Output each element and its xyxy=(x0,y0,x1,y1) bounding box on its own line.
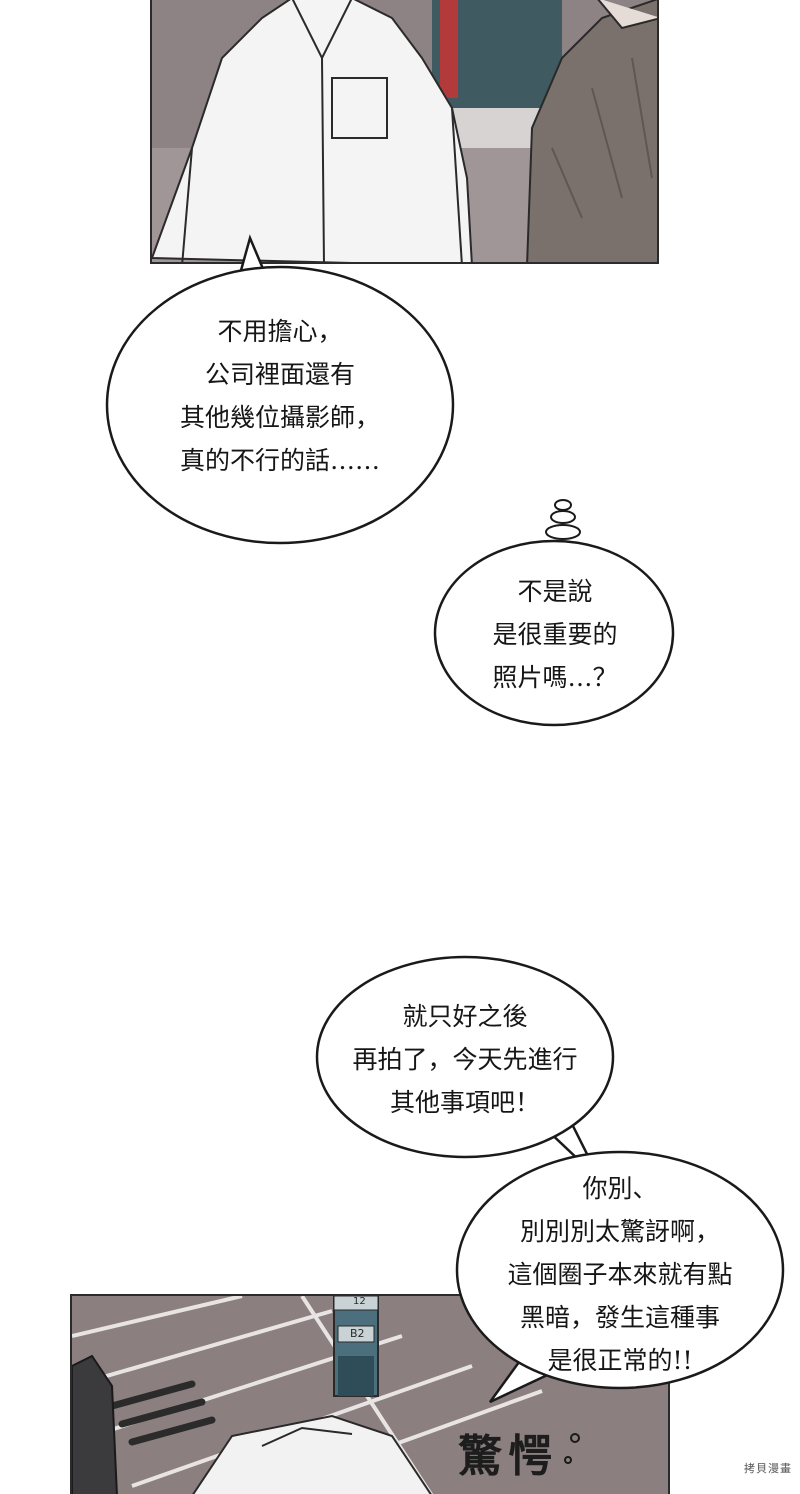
thought-bubble-2-text: 不是說 是很重要的 照片嗎…？ xyxy=(440,570,670,699)
bubble-4-line: 這個圈子本來就有點 xyxy=(507,1260,733,1289)
bubble-1-line: 公司裡面還有 xyxy=(204,360,355,389)
top-panel-art xyxy=(152,0,657,262)
bubble-2-line: 照片嗎…？ xyxy=(492,663,618,692)
speech-bubble-1 xyxy=(105,234,455,545)
speech-bubble-3 xyxy=(315,955,615,1181)
bubble-4-line: 是很正常的!! xyxy=(547,1346,693,1375)
bubble-1-line: 真的不行的話…… xyxy=(179,446,380,475)
speech-bubble-4 xyxy=(455,1150,785,1404)
speech-bubble-3-text: 就只好之後 再拍了，今天先進行 其他事項吧！ xyxy=(320,995,610,1124)
bubble-1-line: 其他幾位攝影師， xyxy=(179,403,380,432)
sound-effect-dots xyxy=(564,1433,580,1464)
bubble-2-line: 是很重要的 xyxy=(492,620,618,649)
pillar-sign-top: 12 xyxy=(353,1296,366,1307)
thought-bubble-2 xyxy=(433,499,675,727)
bubble-3-line: 其他事項吧！ xyxy=(389,1088,540,1117)
watermark: 拷貝漫畫 xyxy=(744,1462,792,1475)
pillar-sign-level: B2 xyxy=(350,1327,365,1340)
bubble-4-line: 黑暗，發生這種事 xyxy=(519,1303,720,1332)
bubble-2-line: 不是說 xyxy=(517,577,593,606)
bubble-3-line: 再拍了，今天先進行 xyxy=(352,1045,578,1074)
bubble-4-line: 別別別太驚訝啊， xyxy=(519,1217,720,1246)
bubble-1-line: 不用擔心， xyxy=(217,317,343,346)
speech-bubble-1-text: 不用擔心， 公司裡面還有 其他幾位攝影師， 真的不行的話…… xyxy=(110,310,450,482)
sound-effect-text: 驚愕 xyxy=(458,1431,558,1482)
bubble-3-line: 就只好之後 xyxy=(402,1002,528,1031)
bubble-4-line: 你別、 xyxy=(582,1174,658,1203)
top-panel xyxy=(150,0,659,264)
speech-bubble-4-text: 你別、 別別別太驚訝啊， 這個圈子本來就有點 黑暗，發生這種事 是很正常的!! xyxy=(460,1167,780,1382)
